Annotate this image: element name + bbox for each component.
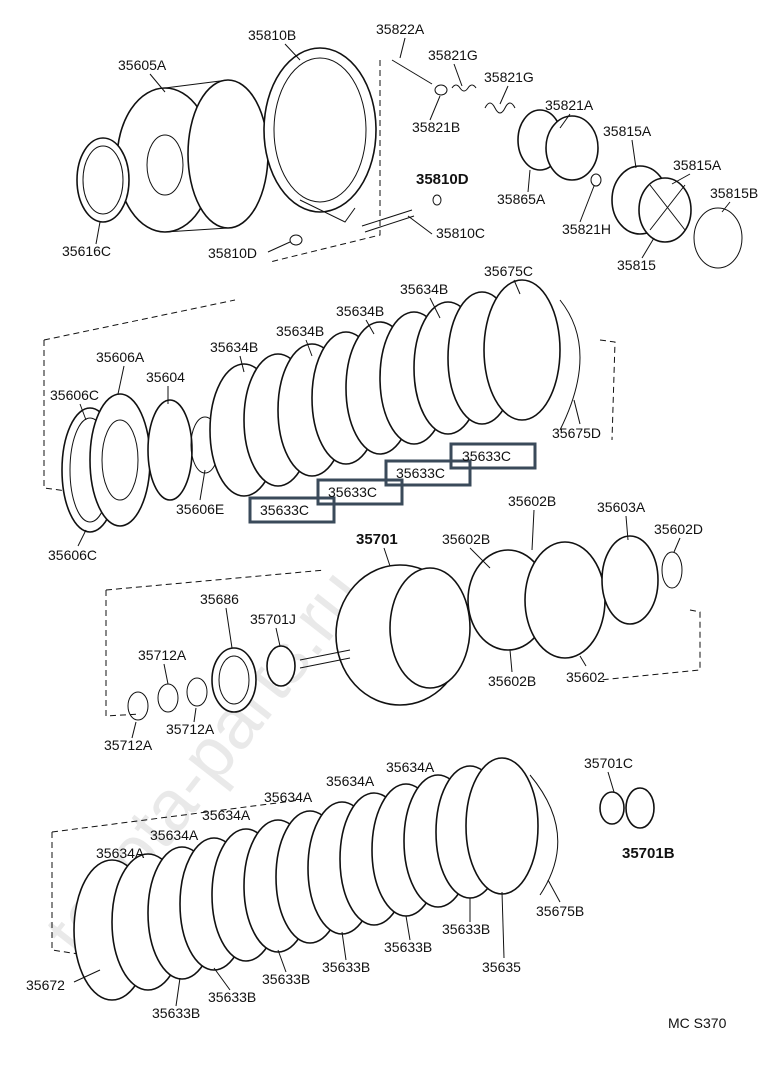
label-35635: 35635 (482, 959, 521, 975)
label-35602D: 35602D (654, 521, 703, 537)
forward-clutch-stack (61, 279, 581, 533)
label-35602B-1: 35602B (508, 493, 556, 509)
servo-assembly (391, 59, 743, 269)
part-labels: 35605A 35810B 35822A 35821G 35821G 35821… (26, 21, 758, 1031)
label-35634A-2: 35634A (326, 773, 375, 789)
label-35633B-2: 35633B (384, 939, 432, 955)
label-35633C-3: 35633C (328, 484, 377, 500)
label-35634A-1: 35634A (386, 759, 435, 775)
label-35633C-2: 35633C (396, 465, 445, 481)
label-35633C-1: 35633C (462, 448, 511, 464)
label-35815B: 35815B (710, 185, 758, 201)
label-35634B-2: 35634B (336, 303, 384, 319)
label-35634B-3: 35634B (276, 323, 324, 339)
rear-clutch-stack (73, 757, 655, 1001)
label-35634A-3: 35634A (264, 789, 313, 805)
highlight-box-35633C-4 (248, 496, 336, 524)
label-35602: 35602 (566, 669, 605, 685)
brake-drum-assembly (76, 47, 415, 246)
label-35865A: 35865A (497, 191, 546, 207)
label-35821G-2: 35821G (484, 69, 534, 85)
label-35675B: 35675B (536, 903, 584, 919)
label-35675D: 35675D (552, 425, 601, 441)
label-35603A: 35603A (597, 499, 646, 515)
label-35810C: 35810C (436, 225, 485, 241)
label-35701: 35701 (356, 531, 398, 548)
label-35633B-5: 35633B (208, 989, 256, 1005)
label-35701B: 35701B (622, 845, 675, 862)
label-35822A: 35822A (376, 21, 425, 37)
label-35686: 35686 (200, 591, 239, 607)
label-35605A: 35605A (118, 57, 167, 73)
label-35633B-3: 35633B (322, 959, 370, 975)
direct-clutch-drum (127, 535, 683, 721)
label-35672: 35672 (26, 977, 65, 993)
label-35634B-1: 35634B (400, 281, 448, 297)
label-35606E: 35606E (176, 501, 224, 517)
label-35821H: 35821H (562, 221, 611, 237)
label-35815A-1: 35815A (603, 123, 652, 139)
label-35634A-5: 35634A (150, 827, 199, 843)
label-35675C: 35675C (484, 263, 533, 279)
label-35633C-4: 35633C (260, 502, 309, 518)
footer-code: MC S370 (668, 1015, 727, 1031)
label-35821G-1: 35821G (428, 47, 478, 63)
label-35633B-1: 35633B (442, 921, 490, 937)
label-35821A: 35821A (545, 97, 594, 113)
label-35606A: 35606A (96, 349, 145, 365)
label-35602B-3: 35602B (488, 673, 536, 689)
label-35821B: 35821B (412, 119, 460, 135)
label-35815: 35815 (617, 257, 656, 273)
highlight-box-35633C-3 (316, 478, 404, 506)
label-35606C-top: 35606C (50, 387, 99, 403)
label-35606C-bottom: 35606C (48, 547, 97, 563)
label-35712A-2: 35712A (166, 721, 215, 737)
label-35634B-4: 35634B (210, 339, 258, 355)
label-35712A-3: 35712A (104, 737, 153, 753)
label-35701J: 35701J (250, 611, 296, 627)
highlight-box-35633C-1 (449, 442, 537, 470)
leader-lines (73, 37, 731, 1007)
label-35616C: 35616C (62, 243, 111, 259)
label-35810D: 35810D (208, 245, 257, 261)
highlight-box-35633C-2 (384, 459, 472, 487)
label-35810B: 35810B (248, 27, 296, 43)
label-35633B-6: 35633B (152, 1005, 200, 1021)
label-35815A-2: 35815A (673, 157, 722, 173)
label-35810D-bold: 35810D (416, 171, 469, 188)
label-35634A-4: 35634A (202, 807, 251, 823)
label-35712A-1: 35712A (138, 647, 187, 663)
label-35602B-2: 35602B (442, 531, 490, 547)
label-35634A-6: 35634A (96, 845, 145, 861)
label-35633B-4: 35633B (262, 971, 310, 987)
label-35604: 35604 (146, 369, 185, 385)
label-35701C: 35701C (584, 755, 633, 771)
